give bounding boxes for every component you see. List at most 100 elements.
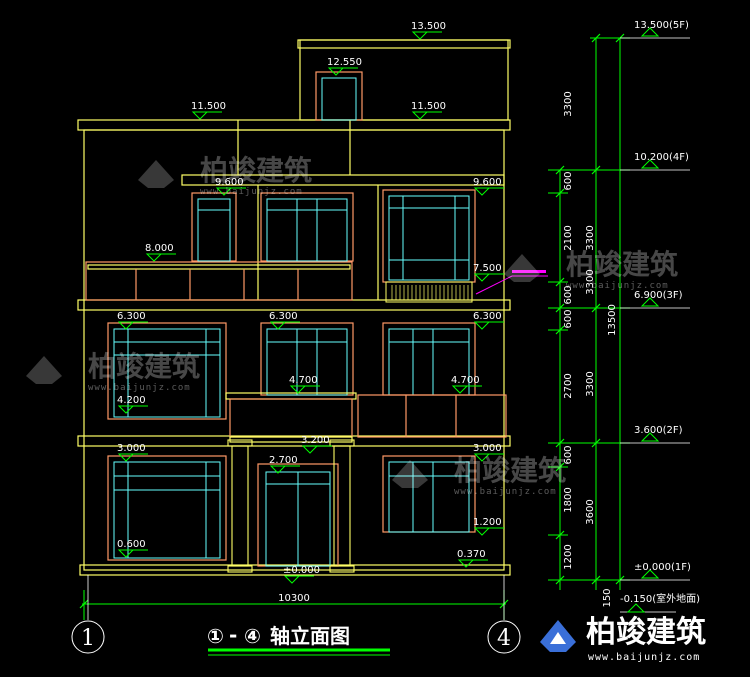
dim-tick xyxy=(591,165,601,175)
dim-tick xyxy=(555,165,565,175)
right-level-text: 10.200(4F) xyxy=(634,152,689,163)
stair-tower xyxy=(299,39,509,121)
right-level-markers: 13.500(5F)10.200(4F)6.900(3F)3.600(2F)±0… xyxy=(620,20,700,613)
level-marker: 11.500 xyxy=(191,101,226,120)
level-marker: 9.600 xyxy=(473,177,504,196)
level-marker: 8.000 xyxy=(145,243,176,262)
entrance-columns xyxy=(227,439,355,573)
dim-text: 3300 xyxy=(585,269,596,294)
level-text: 11.500 xyxy=(191,101,226,112)
level-marker: 7.500 xyxy=(473,263,504,282)
brand-logo: 柏竣建筑 www.baijunjz.com xyxy=(540,615,706,663)
watermark-url: www.baijunjz.com xyxy=(566,281,669,291)
level-marker: 4.700 xyxy=(289,375,320,394)
windows-3f xyxy=(191,189,476,303)
watermark-url: www.baijunjz.com xyxy=(454,487,557,497)
right-level-text: -0.150(室外地面) xyxy=(620,592,700,605)
dim-text: 3300 xyxy=(585,225,596,250)
right-level-marker: 10.200(4F) xyxy=(620,152,690,171)
level-text: 12.550 xyxy=(327,57,362,68)
dim-text: 600 xyxy=(563,171,574,190)
level-marker: 11.500 xyxy=(411,101,446,120)
dim-tick xyxy=(79,599,89,609)
right-level-text: ±0.000(1F) xyxy=(634,562,691,573)
dim-text: 600 xyxy=(563,445,574,464)
logo-url: www.baijunjz.com xyxy=(588,652,700,663)
level-marker: 3.000 xyxy=(473,443,504,462)
title-axis-a: ① xyxy=(207,624,224,648)
dim-tick xyxy=(591,33,601,43)
middle-dimension-texts: 3300 3300 3300 3600 13500 xyxy=(585,225,618,524)
dim-tick xyxy=(555,325,565,335)
balcony-2f xyxy=(225,392,507,443)
level-marker: 6.300 xyxy=(473,311,504,330)
level-text: 6.300 xyxy=(473,311,502,322)
dimension-ticks xyxy=(79,33,625,609)
axis-bubble-1 xyxy=(71,620,105,654)
level-marker: 0.600 xyxy=(117,539,148,558)
level-marker: 9.600 xyxy=(215,177,246,196)
level-marker: 4.700 xyxy=(451,375,482,394)
level-marker: 3.000 xyxy=(117,443,148,462)
annotation-leader xyxy=(475,270,548,295)
right-level-marker: 6.900(3F) xyxy=(620,290,690,309)
axis-bubbles: 1 4 xyxy=(71,575,521,654)
level-text: 4.700 xyxy=(451,375,480,386)
level-text: 3.000 xyxy=(473,443,502,454)
level-text: 9.600 xyxy=(473,177,502,188)
title-text: 轴立面图 xyxy=(270,624,350,648)
level-marker: 0.370 xyxy=(457,549,488,568)
level-text: 3.200 xyxy=(301,435,330,446)
dim-tick xyxy=(555,530,565,540)
ac-grille xyxy=(391,285,469,300)
level-marker: ±0.000 xyxy=(283,565,320,584)
dim-text: 600 xyxy=(563,285,574,304)
width-dimension: 10300 xyxy=(278,593,310,604)
stair-window xyxy=(315,71,363,121)
dim-tick xyxy=(555,575,565,585)
dim-text: 3300 xyxy=(563,91,574,116)
right-level-marker: 13.500(5F) xyxy=(620,20,690,39)
right-level-marker: -0.150(室外地面) xyxy=(620,592,700,613)
watermark-url: www.baijunjz.com xyxy=(88,383,191,393)
dim-tick xyxy=(555,188,565,198)
title-dash: - xyxy=(229,623,237,647)
dim-tick xyxy=(591,438,601,448)
level-marker: 4.200 xyxy=(117,395,148,414)
dim-text: 3300 xyxy=(585,371,596,396)
level-text: 13.500 xyxy=(411,21,446,32)
level-markers: 13.500 12.550 11.500 11.500 9.600 9.600 8.000 7… xyxy=(117,21,504,584)
balcony-3f xyxy=(85,261,353,301)
level-text: 4.200 xyxy=(117,395,146,406)
dim-tick xyxy=(591,575,601,585)
watermark-name: 柏竣建筑 xyxy=(88,350,200,383)
level-text: 6.300 xyxy=(117,311,146,322)
level-text: 0.370 xyxy=(457,549,486,560)
axis-label-left: 1 xyxy=(81,626,95,651)
level-text: 7.500 xyxy=(473,263,502,274)
dim-text: 3600 xyxy=(585,499,596,524)
level-text: 1.200 xyxy=(473,517,502,528)
dim-total-text: 13500 xyxy=(607,304,618,336)
dim-text: 1800 xyxy=(563,487,574,512)
right-level-text: 6.900(3F) xyxy=(634,290,683,301)
dim-tick xyxy=(555,303,565,313)
inner-dimension-texts: 3300 600 2100 600 600 2700 600 1800 1200… xyxy=(563,91,613,607)
level-text: 6.300 xyxy=(269,311,298,322)
level-marker: 6.300 xyxy=(269,311,300,330)
dim-text: 1200 xyxy=(563,544,574,569)
roof-parapet xyxy=(77,119,511,131)
level-marker: 2.700 xyxy=(269,455,300,474)
level-text: 8.000 xyxy=(145,243,174,254)
level-text: ±0.000 xyxy=(283,565,320,576)
dimension-lines xyxy=(82,37,630,620)
watermark-name: 柏竣建筑 xyxy=(566,248,678,281)
level-text: 0.600 xyxy=(117,539,146,550)
axis-bubble-4 xyxy=(487,620,521,654)
main-wall xyxy=(83,129,505,571)
level-marker: 1.200 xyxy=(473,517,504,536)
dim-text: 150 xyxy=(602,588,613,607)
level-text: 3.000 xyxy=(117,443,146,454)
dim-tick xyxy=(555,462,565,472)
entrance-door xyxy=(257,463,339,567)
